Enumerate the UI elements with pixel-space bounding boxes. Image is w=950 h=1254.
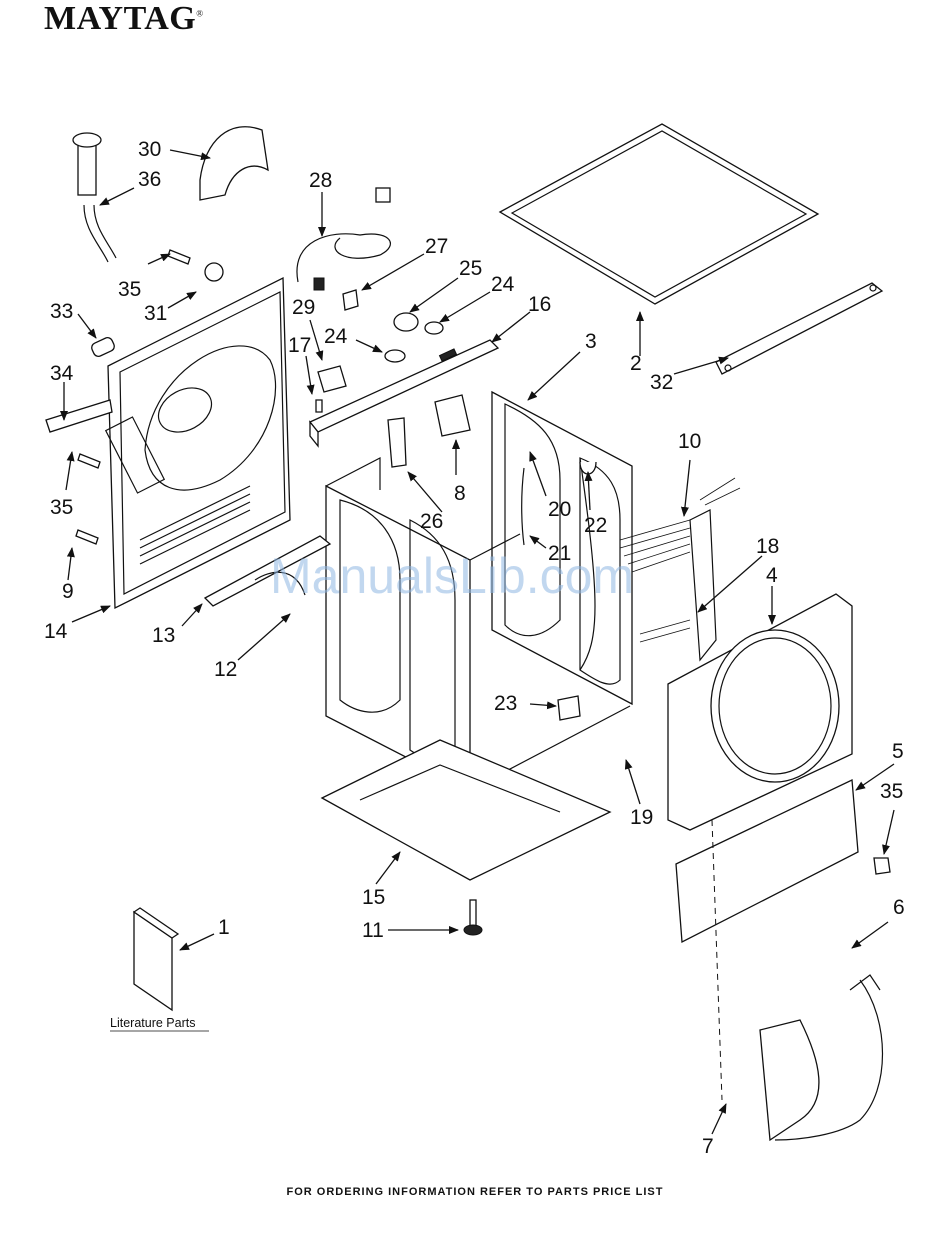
callout-8: 8 <box>454 482 466 505</box>
part-hose-clamp <box>200 127 268 200</box>
part-wire-harness <box>620 478 740 660</box>
callout-19: 19 <box>630 806 653 829</box>
callout-34: 34 <box>50 362 74 385</box>
callout-31: 31 <box>144 302 167 325</box>
callout-9: 9 <box>62 580 74 603</box>
callout-25: 25 <box>459 257 482 280</box>
part-top-gasket <box>500 124 818 304</box>
callout-16: 16 <box>528 293 551 316</box>
callout-29: 29 <box>292 296 315 319</box>
part-rear-panel <box>106 278 290 608</box>
callout-2: 2 <box>630 352 642 375</box>
part-door-ring <box>760 975 883 1140</box>
callout-11: 11 <box>362 919 384 942</box>
callout-6: 6 <box>893 896 905 919</box>
callout-18: 18 <box>756 535 779 558</box>
callout-1: 1 <box>218 916 230 939</box>
literature-parts-label: Literature Parts <box>110 1016 195 1030</box>
callout-17: 17 <box>288 334 311 357</box>
callout-7: 7 <box>702 1135 714 1158</box>
part-leveling-foot <box>464 900 482 935</box>
callout-15: 15 <box>362 886 385 909</box>
callout-33: 33 <box>50 300 73 323</box>
callout-27: 27 <box>425 235 448 258</box>
watermark: ManualsLib.com <box>270 548 634 604</box>
callout-23: 23 <box>494 692 517 715</box>
part-top-brace <box>716 283 882 374</box>
callout-35-top: 35 <box>118 278 141 301</box>
callout-28: 28 <box>309 169 332 192</box>
part-base <box>322 740 610 880</box>
callout-10: 10 <box>678 430 701 453</box>
callout-32: 32 <box>650 371 673 394</box>
callout-30: 30 <box>138 138 161 161</box>
part-power-cord <box>297 188 390 290</box>
callout-24-top: 24 <box>491 273 515 296</box>
part-literature <box>134 908 178 1010</box>
part-pump-parts <box>316 290 470 467</box>
callout-26: 26 <box>420 510 443 533</box>
callout-20: 20 <box>548 498 571 521</box>
callout-13: 13 <box>152 624 175 647</box>
callout-14: 14 <box>44 620 68 643</box>
callout-36: 36 <box>138 168 161 191</box>
callout-35-left: 35 <box>50 496 73 519</box>
callout-12: 12 <box>214 658 237 681</box>
part-hose <box>73 133 116 262</box>
callout-35-right: 35 <box>880 780 903 803</box>
callout-5: 5 <box>892 740 904 763</box>
footer-note: FOR ORDERING INFORMATION REFER TO PARTS … <box>0 1186 950 1198</box>
callout-4: 4 <box>766 564 778 587</box>
callout-24-left: 24 <box>324 325 348 348</box>
callout-22: 22 <box>584 514 607 537</box>
callout-3: 3 <box>585 330 597 353</box>
